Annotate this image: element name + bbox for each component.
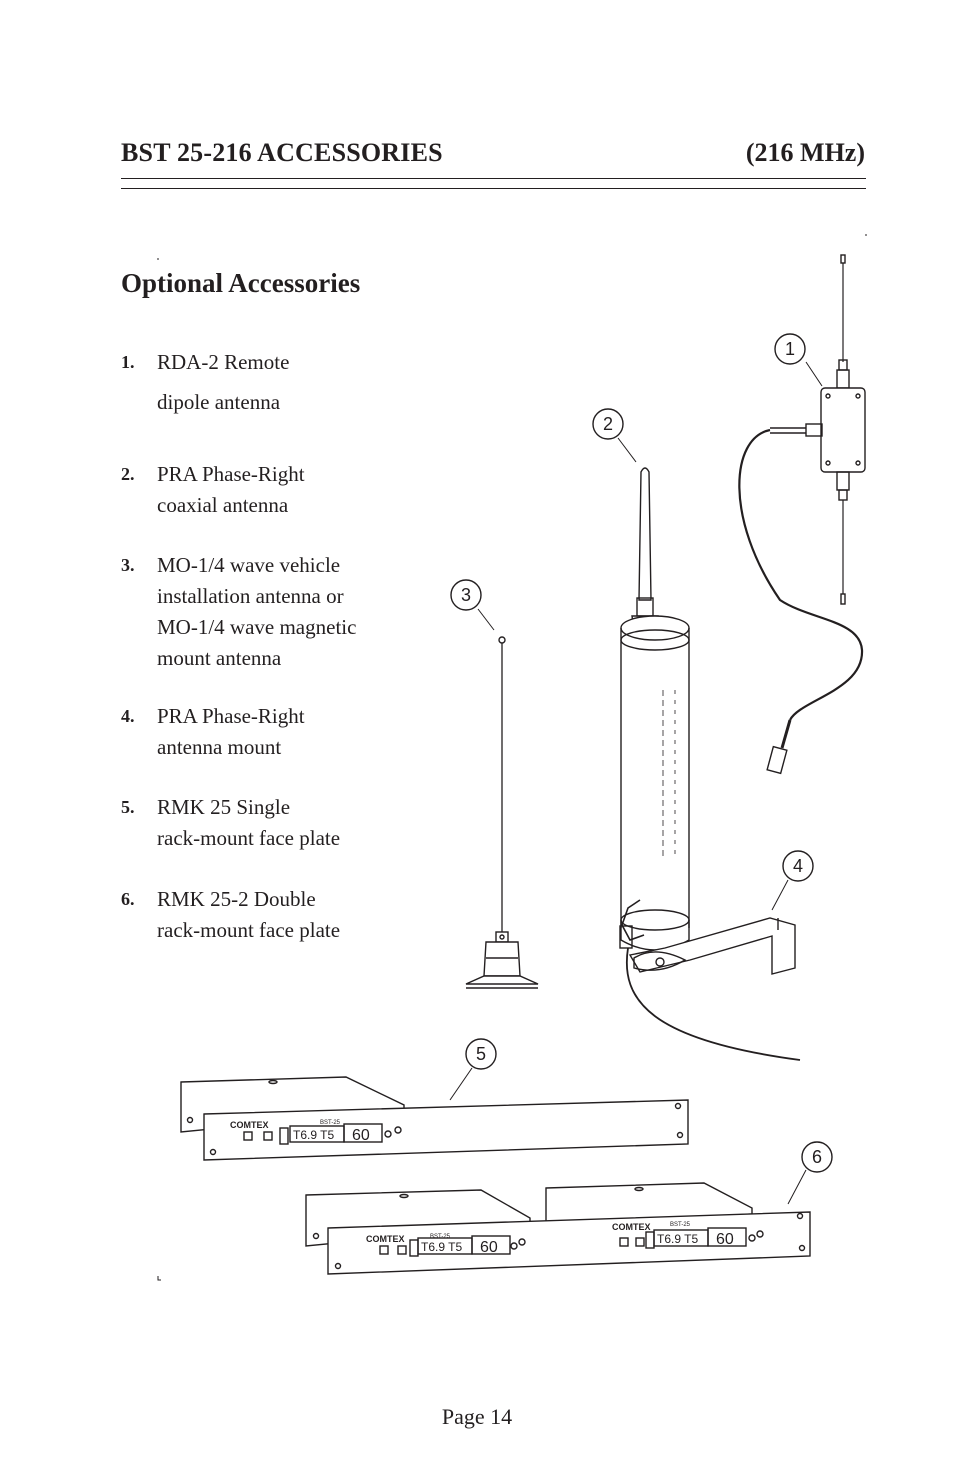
model-label: BST-25: [430, 1234, 451, 1240]
single-rack-mount-drawing: COMTEX BST-25 T6.9 T5 60: [180, 1076, 689, 1161]
callout-4: 4: [771, 850, 814, 911]
magnetic-mount-antenna-drawing: [465, 636, 539, 989]
item-text: installation antenna or: [157, 584, 344, 608]
callout-1: 1: [774, 333, 823, 387]
item-text: PRA Phase-Right: [157, 462, 305, 486]
list-item: 2. PRA Phase-Right coaxial antenna: [121, 459, 305, 521]
double-rack-mount-drawing: COMTEX COMTEX BST-25 BST-25 T6.9 T5 60 T…: [305, 1182, 811, 1275]
item-text: antenna mount: [157, 735, 282, 759]
item-number: 4.: [121, 706, 135, 726]
list-item: 6. RMK 25-2 Double rack-mount face plate: [121, 884, 340, 946]
callout-number: 3: [461, 585, 471, 605]
brand-label: COMTEX: [612, 1222, 651, 1232]
item-number: 2.: [121, 464, 135, 484]
item-text: rack-mount face plate: [157, 918, 341, 942]
frequency-display: T6.9 T5: [657, 1232, 698, 1246]
channel-display: 60: [716, 1231, 734, 1248]
item-number: 6.: [121, 889, 135, 909]
header-rule-bottom: [121, 188, 866, 189]
remote-dipole-antenna-drawing: [738, 254, 866, 775]
callout-5: 5: [449, 1038, 497, 1101]
item-number: 3.: [121, 555, 135, 575]
page-title: BST 25-216 ACCESSORIES: [121, 138, 443, 167]
frequency-display: T6.9 T5: [293, 1128, 334, 1142]
callout-2: 2: [592, 408, 637, 463]
model-label: BST-25: [670, 1222, 691, 1228]
list-item: 5. RMK 25 Single rack-mount face plate: [121, 792, 340, 854]
brand-label: COMTEX: [230, 1120, 269, 1130]
frequency-label: (216 MHz): [745, 138, 865, 167]
item-text: MO-1/4 wave magnetic: [157, 615, 357, 639]
item-number: 1.: [121, 352, 135, 372]
callout-number: 6: [812, 1147, 822, 1167]
section-title: Optional Accessories: [121, 268, 361, 298]
callout-3: 3: [450, 579, 495, 631]
item-text: RDA-2 Remote: [157, 350, 290, 374]
item-text: coaxial antenna: [157, 493, 289, 517]
item-text: rack-mount face plate: [157, 826, 341, 850]
callout-number: 2: [603, 414, 613, 434]
header-rule-top: [121, 178, 866, 179]
item-text: RMK 25-2 Double: [157, 887, 316, 911]
list-item: 4. PRA Phase-Right antenna mount: [121, 701, 305, 763]
callout-6: 6: [787, 1141, 833, 1205]
antenna-mount-drawing: [628, 917, 796, 975]
item-number: 5.: [121, 797, 135, 817]
model-label: BST-25: [320, 1120, 341, 1126]
brand-label: COMTEX: [366, 1234, 405, 1244]
item-text: dipole antenna: [157, 390, 281, 414]
list-item: 3. MO-1/4 wave vehicle installation ante…: [121, 550, 356, 674]
callout-number: 5: [476, 1044, 486, 1064]
channel-display: 60: [352, 1127, 370, 1144]
item-text: RMK 25 Single: [157, 795, 291, 819]
item-text: PRA Phase-Right: [157, 704, 305, 728]
item-text: mount antenna: [157, 646, 282, 670]
list-item: 1. RDA-2 Remote dipole antenna: [121, 342, 289, 422]
item-text: MO-1/4 wave vehicle: [157, 553, 341, 577]
crop-mark: [157, 1276, 161, 1281]
callout-number: 1: [785, 339, 795, 359]
page-number: Page 14: [441, 1404, 513, 1429]
frequency-display: T6.9 T5: [421, 1240, 462, 1254]
channel-display: 60: [480, 1239, 498, 1256]
callout-number: 4: [793, 856, 803, 876]
